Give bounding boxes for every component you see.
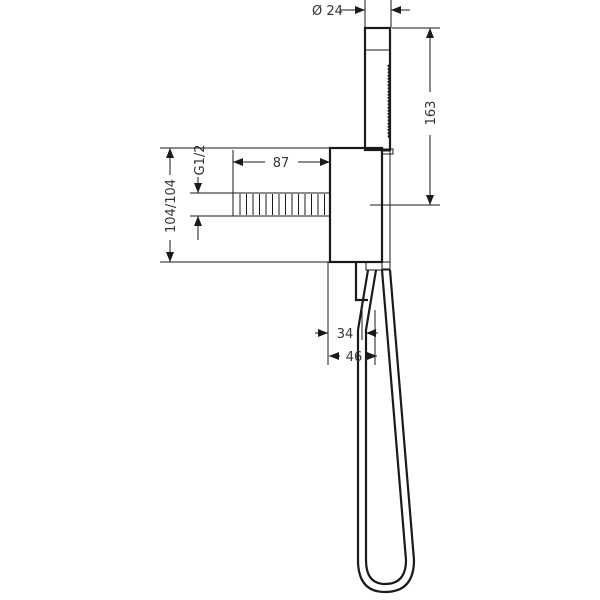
spray-nozzle (387, 80, 391, 84)
dimension-label-34: 34 (337, 327, 354, 342)
spray-nozzle (387, 106, 391, 109)
dimension-label-thread: G1/2 (193, 145, 208, 176)
dimension-handshower-length: 163 (370, 27, 440, 206)
dimension-pipe-length: 87 (232, 150, 330, 193)
spray-nozzle (387, 67, 391, 71)
spray-nozzle (387, 96, 391, 100)
dimension-offsets: 34 46 (315, 262, 378, 365)
handshower (363, 26, 392, 152)
spray-nozzle (387, 112, 391, 116)
dimension-label-height: 104/104 (164, 179, 179, 233)
dimension-thread: G1/2 (190, 145, 233, 240)
shower-hose (354, 262, 416, 594)
spray-nozzle (387, 83, 391, 87)
spray-nozzle (387, 115, 391, 119)
spray-nozzle (387, 99, 391, 103)
spray-nozzle (387, 87, 391, 90)
dimension-label-diameter: Ø 24 (312, 4, 343, 19)
spray-nozzle (387, 103, 391, 106)
spray-nozzle (387, 128, 391, 132)
dimension-diameter: Ø 24 (312, 0, 410, 28)
spray-nozzle (387, 119, 391, 122)
dimension-label-87: 87 (273, 156, 290, 171)
spray-nozzle (387, 125, 391, 129)
spray-nozzle (387, 64, 391, 68)
dimension-label-46: 46 (346, 350, 363, 365)
spray-nozzle (387, 131, 391, 135)
spray-nozzle (387, 77, 391, 81)
spray-nozzle (387, 135, 391, 138)
wall-outlet-box (328, 146, 394, 271)
dimension-height: 104/104 (160, 147, 330, 263)
spray-nozzle (387, 93, 391, 97)
threaded-pipe (232, 192, 331, 217)
spray-nozzle (387, 71, 391, 74)
spray-nozzle (387, 122, 391, 125)
spray-nozzle (387, 90, 391, 93)
spray-nozzle (387, 109, 391, 113)
spray-nozzle (387, 74, 391, 77)
dimension-label-163: 163 (424, 101, 439, 126)
